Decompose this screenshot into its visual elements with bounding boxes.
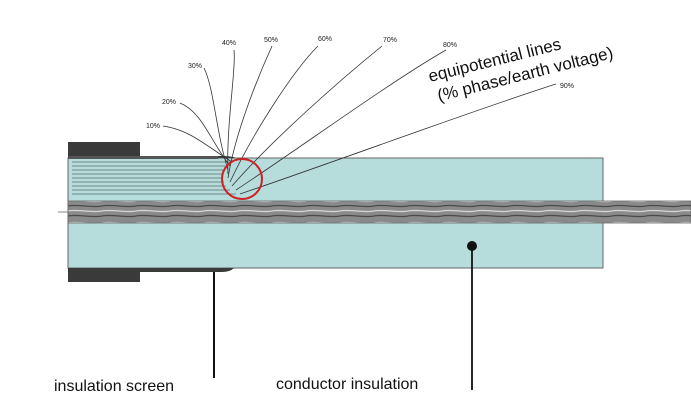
stress-concentration-circle — [221, 158, 263, 200]
equipotential-line-30 — [203, 67, 229, 171]
equipotential-line-40 — [227, 49, 235, 175]
label-60-percent: 60% — [318, 36, 332, 43]
insulation-screen-caption: insulation screen — [54, 378, 174, 395]
equipotential-line-90 — [239, 83, 557, 195]
equipotential-title: equipotential lines (% phase/earth volta… — [426, 35, 615, 106]
label-80-percent: 80% — [443, 42, 457, 49]
insulation-screen — [68, 142, 236, 282]
equipotential-line-70 — [231, 45, 383, 187]
conductor-insulation-dot — [467, 241, 477, 251]
label-20-percent: 20% — [162, 99, 176, 106]
label-40-percent: 40% — [222, 40, 236, 47]
label-70-percent: 70% — [383, 37, 397, 44]
conductor-insulation-caption: conductor insulation — [276, 376, 418, 393]
label-90-percent: 90% — [560, 83, 574, 90]
compressed-field-lines — [72, 161, 236, 195]
label-30-percent: 30% — [188, 63, 202, 70]
stranded-conductor — [58, 200, 691, 224]
equipotential-line-60 — [229, 45, 319, 183]
label-10-percent: 10% — [146, 123, 160, 130]
label-50-percent: 50% — [264, 37, 278, 44]
